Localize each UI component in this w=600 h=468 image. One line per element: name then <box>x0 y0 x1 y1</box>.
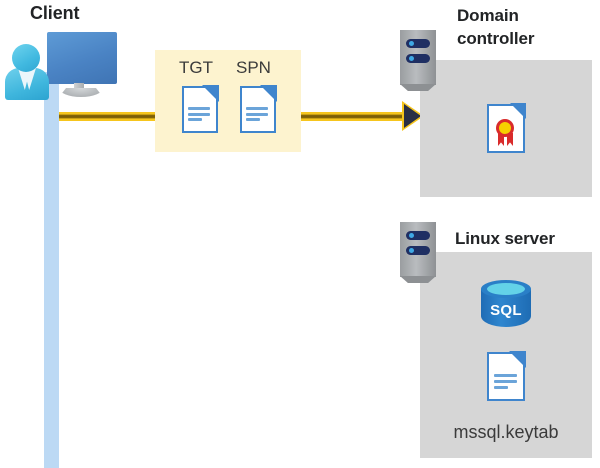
keytab-file-label: mssql.keytab <box>453 422 559 442</box>
page-title-client: Client <box>30 3 80 23</box>
arrow-line-left-segment <box>59 112 166 121</box>
page-title-linux-server: Linux server <box>455 229 555 248</box>
domain-controller-title-line-2: controller <box>457 29 535 48</box>
page-title-domain-controller: Domain controller <box>457 4 597 50</box>
client-lifeline <box>44 72 59 468</box>
spn-document-icon <box>240 85 277 133</box>
ticket-label-tgt: TGT <box>179 58 213 77</box>
monitor-base-icon <box>59 88 103 97</box>
certificate-document-icon <box>487 103 526 153</box>
monitor-screen-icon <box>47 32 117 84</box>
server-rack-icon-domain-controller <box>400 30 436 91</box>
ticket-label-spn: SPN <box>236 58 271 77</box>
arrow-right-icon <box>404 104 421 128</box>
domain-controller-title-line-1: Domain <box>457 6 519 25</box>
tgt-document-icon <box>182 85 219 133</box>
server-rack-icon-linux-server <box>400 222 436 283</box>
ticket-box <box>155 50 301 152</box>
keytab-document-icon <box>487 351 526 401</box>
sql-database-icon: SQL <box>481 280 531 334</box>
arrow-line-right-segment <box>292 112 406 121</box>
person-head-icon <box>12 44 40 72</box>
sql-database-label: SQL <box>490 302 522 319</box>
